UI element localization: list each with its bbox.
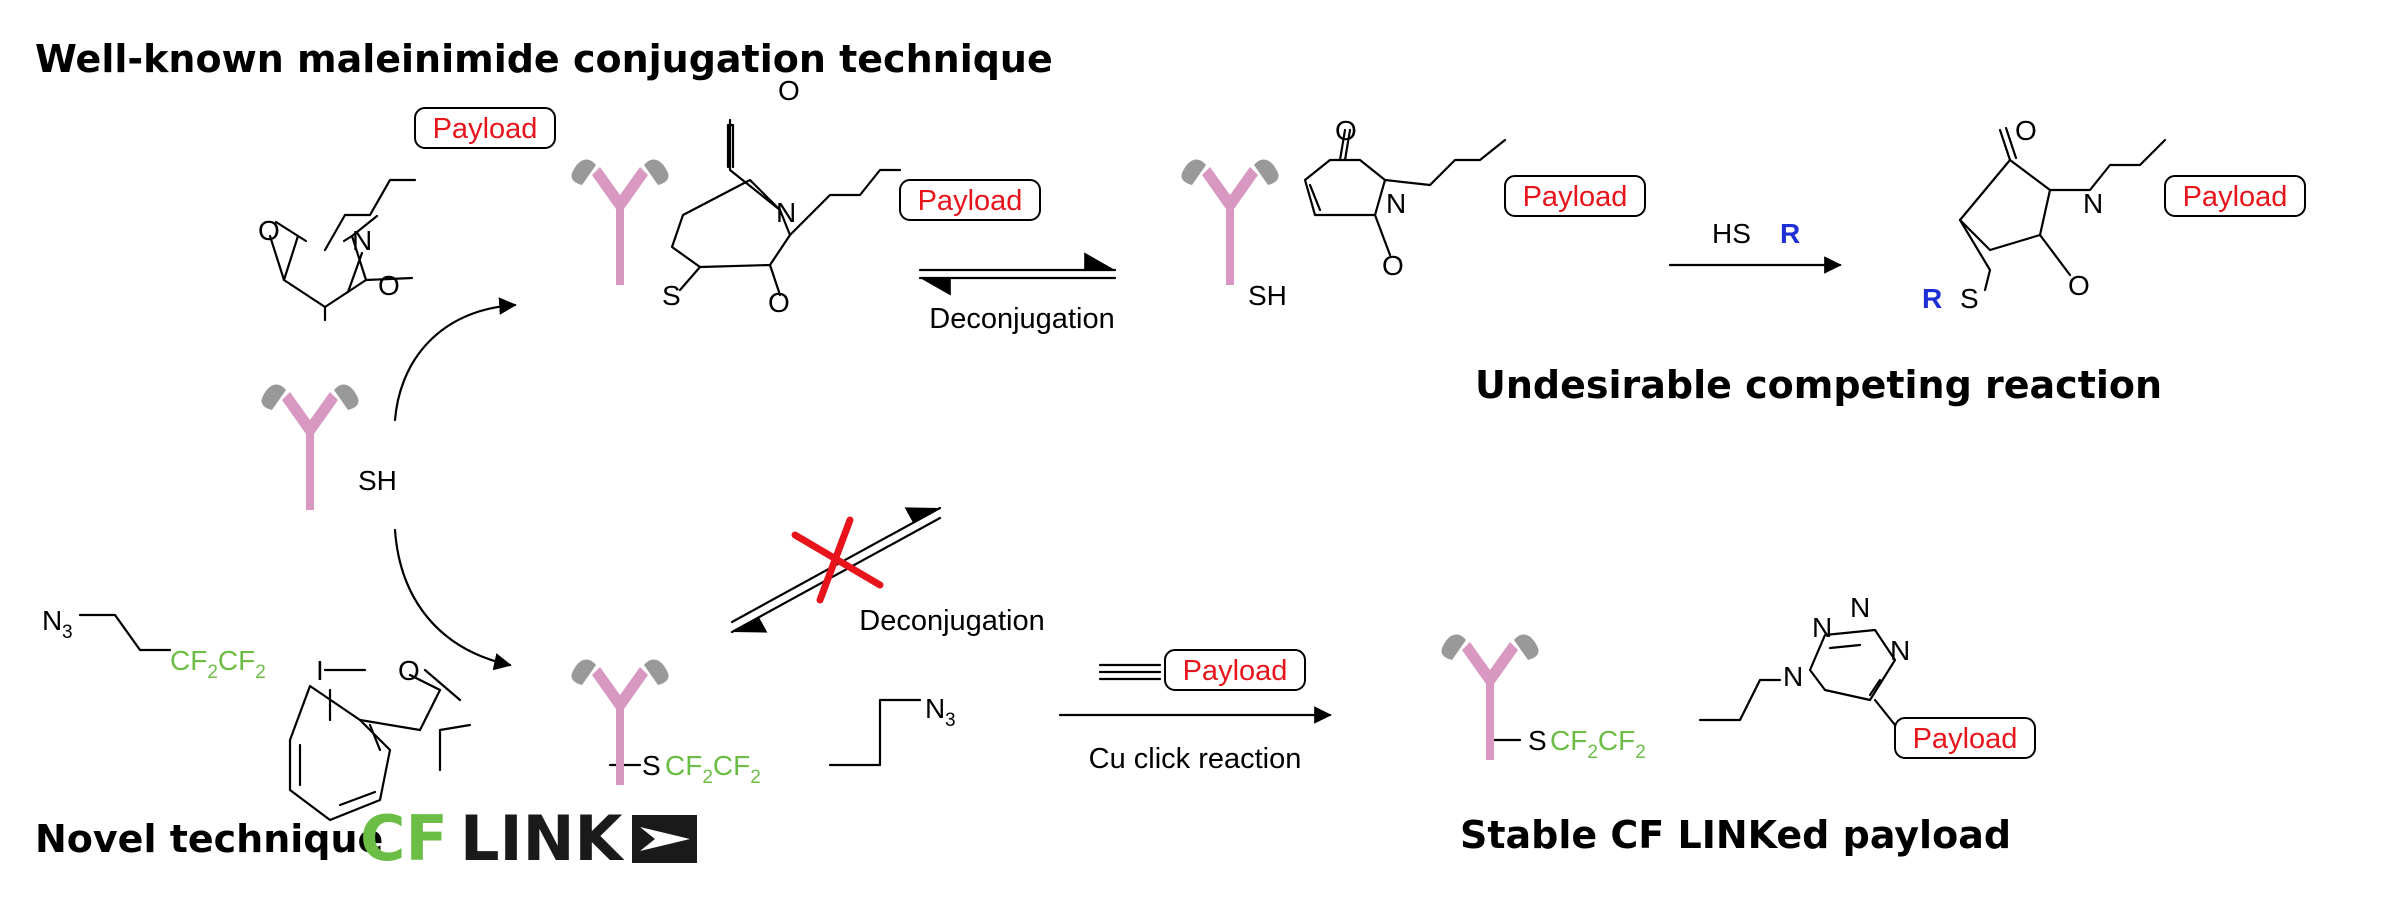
payload-box-1: Payload <box>414 107 556 149</box>
payload-box-2: Payload <box>899 179 1041 221</box>
atom-i: I <box>316 655 324 686</box>
thiosuccinimide-conjugate <box>670 118 902 297</box>
iodine-reagent <box>78 613 472 822</box>
atom-o: O <box>1335 115 1357 146</box>
atom-s: S <box>662 280 681 311</box>
heading-stable: Stable CF LINKed payload <box>1460 813 2011 857</box>
payload-label: Payload <box>1183 655 1288 687</box>
atom-sh: SH <box>1248 280 1287 311</box>
curved-arrow-up <box>393 297 517 422</box>
atom-s: S <box>1528 725 1547 756</box>
antibody-icon <box>1181 159 1279 285</box>
atom-o: O <box>378 270 400 301</box>
free-maleimide <box>1303 128 1507 257</box>
payload-label: Payload <box>1523 181 1628 213</box>
atom-r: R <box>1780 218 1800 249</box>
payload-box-6: Payload <box>1894 717 2036 759</box>
atom-subscript: 3 <box>945 710 956 731</box>
atom-n3: N <box>925 693 945 724</box>
svg-text:CF2CF2: CF2CF2 <box>1550 725 1646 763</box>
atom-subscript: 3 <box>62 622 73 643</box>
atom-n: N <box>1783 661 1803 692</box>
payload-label: Payload <box>1913 723 2018 755</box>
heading-novel: Novel technique <box>35 817 383 861</box>
atom-n: N <box>1386 188 1406 219</box>
atom-o: O <box>258 215 280 246</box>
equilibrium-bottom-down <box>730 516 942 634</box>
logo-link: LINK <box>460 802 624 875</box>
cu-click-label: Cu click reaction <box>1089 743 1302 775</box>
cf-linked-azide-conjugate <box>608 698 922 767</box>
atom-s: S <box>642 750 661 781</box>
payload-label: Payload <box>918 185 1023 217</box>
cf-link-logo: CF LINK <box>360 802 697 875</box>
alkyne-payload <box>1098 663 1162 681</box>
atom-n: N <box>1812 612 1832 643</box>
atom-o: O <box>778 75 800 106</box>
payload-label: Payload <box>433 113 538 145</box>
atom-o: O <box>1382 250 1404 281</box>
heading-maleimide: Well-known maleinimide conjugation techn… <box>35 37 1053 81</box>
heading-undesirable: Undesirable competing reaction <box>1475 363 2162 407</box>
triazole-product <box>1488 628 1897 742</box>
curved-arrow-down <box>393 528 512 671</box>
logo-cf: CF <box>360 802 448 875</box>
fluoro-chains: CF2CF2 CF2CF2 CF2CF2 <box>170 645 1646 788</box>
payload-box-5: Payload <box>1164 649 1306 691</box>
atom-o: O <box>2015 115 2037 146</box>
payload-box-4: Payload <box>2164 175 2306 217</box>
atom-o: O <box>2068 270 2090 301</box>
deconjugation-label-top: Deconjugation <box>929 303 1114 335</box>
atom-hs: HS <box>1712 218 1751 249</box>
svg-text:CF2CF2: CF2CF2 <box>665 750 761 788</box>
maleimide-payload-reagent <box>268 178 417 322</box>
atom-n: N <box>776 197 796 228</box>
atom-n3: N <box>42 605 62 636</box>
thiol-adduct <box>1958 126 2167 292</box>
antibody-icon <box>261 384 359 510</box>
atom-n: N <box>352 225 372 256</box>
atom-n: N <box>2083 188 2103 219</box>
logo-arrow-icon <box>632 815 697 863</box>
payload-label: Payload <box>2183 181 2288 213</box>
atom-n: N <box>1890 635 1910 666</box>
svg-text:CF2CF2: CF2CF2 <box>170 645 266 683</box>
antibody-icon <box>571 159 669 285</box>
deconjugation-label-bottom: Deconjugation <box>859 605 1044 637</box>
atom-n: N <box>1850 592 1870 623</box>
atom-s: S <box>1960 283 1979 314</box>
atom-o: O <box>768 287 790 318</box>
atom-sh: SH <box>358 465 397 496</box>
antibody-icon <box>1441 634 1539 760</box>
atom-labels: O O N O O N S O O N SH O O N S R HS R SH… <box>42 75 2103 781</box>
blocked-cross-icon <box>791 516 884 604</box>
atom-r: R <box>1922 283 1942 314</box>
atom-o: O <box>398 655 420 686</box>
payload-box-3: Payload <box>1504 175 1646 217</box>
